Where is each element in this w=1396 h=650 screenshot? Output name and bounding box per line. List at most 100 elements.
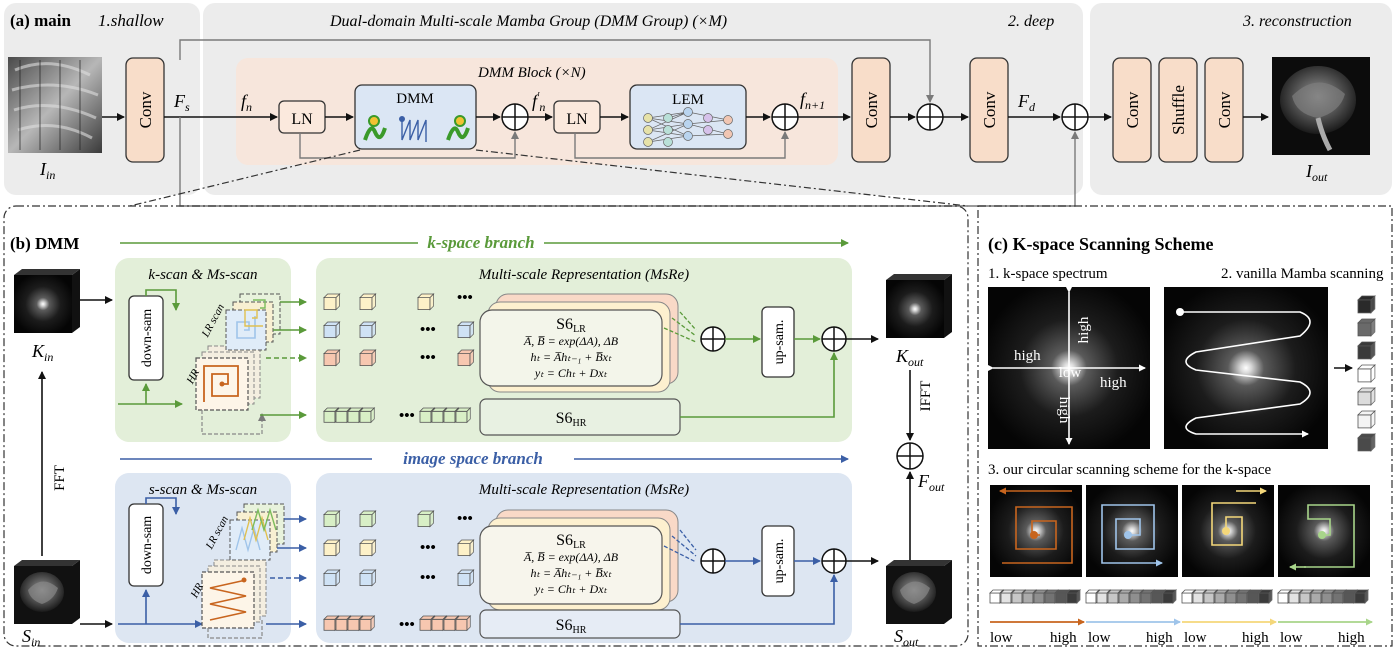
scale-cube [1162,589,1177,604]
deep-conv-label: Conv [862,91,881,128]
s-token-cube [359,510,377,528]
circular-scan-tile-2 [1086,485,1178,577]
spectrum-high-top: high [1076,316,1092,343]
k-space-spectrum-image [987,286,1150,449]
vanilla-token-cube [1357,387,1376,406]
k-s6-hr-label: S6HR [556,410,587,429]
k-scan-arrows [260,298,307,419]
k-dots-1: ••• [457,290,473,306]
deep-conv-box [851,57,891,163]
snake-icon-right [446,115,470,141]
spectrum-high-bottom: high [1056,397,1072,424]
input-image [8,57,102,153]
spectrum-low-center: low [1059,365,1082,381]
panel-b-dmm: (b) DMM k-space branch image space branc… [3,205,969,649]
k-s6-lr-box [479,309,663,387]
scale-low-2: low [1088,630,1111,646]
s-hr-token-cube [359,615,376,632]
k-token-cube [323,293,341,311]
k-hr-token-cube [359,407,376,424]
s-token-cube [457,539,475,557]
k-msre-title: Multi-scale Representation (MsRe) [478,267,689,283]
k-s6-hr-box [479,398,681,436]
ifft-label: IFFT [918,381,934,412]
recon-conv-label-1: Conv [1123,91,1142,128]
k-add-node-1 [700,326,726,352]
ln-label-2: LN [566,111,588,128]
panel-a-main: (a) main 1.shallow Dual-domain Multi-sca… [4,3,1392,207]
s-token-cube [417,510,435,528]
panel-b-title: (b) DMM [10,234,79,253]
s-hr-token-cube [455,615,472,632]
scale-cube [1354,589,1369,604]
reconstruction-label: 3. reconstruction [1242,13,1352,30]
k-out-label: Kout [895,346,924,369]
s-cube-rows [323,510,475,632]
s-s6-lr-label: S6LR [556,532,586,551]
recon-conv-box-2 [1204,57,1244,163]
k-scan-title: k-scan & Ms-scan [148,267,257,283]
spectrum-high-left: high [1014,348,1041,364]
k-in-image [14,269,80,333]
s-eq-3: yₜ = Chₜ + Dxₜ [534,582,608,596]
fn-prime-label: f′n [532,90,545,114]
scale-cube [1258,589,1273,604]
add-node-1 [501,103,529,131]
s-hr-scan-stack [201,559,267,629]
s-dots-1: ••• [457,511,473,527]
input-label: Iin [39,159,55,182]
panel-c-title: (c) K-space Scanning Scheme [988,234,1213,255]
vanilla-token-cube [1357,364,1376,383]
fout-add-node [896,442,924,470]
lem-label: LEM [672,92,704,108]
shallow-conv-box [125,57,165,163]
s-token-cube [359,569,377,587]
k-lr-scan-stack [225,293,281,351]
k-branch-label: k-space branch [427,233,534,252]
k-token-cube [359,349,377,367]
s-token-cube [323,539,341,557]
circular-scan-tile-4 [1278,485,1370,577]
k-token-cube [457,321,475,339]
fn1-label: fn+1 [800,89,825,112]
fout-label: Fout [917,471,945,494]
k-eq-2: hₜ = A̅hₜ₋₁ + B̅xₜ [530,350,612,364]
vanilla-token-cube [1357,318,1376,337]
s-dots-2: ••• [420,540,436,556]
k-dots-2: ••• [420,322,436,338]
add-node-3 [916,103,944,131]
circular-scan-tile-3 [1182,485,1274,577]
shuffle-box [1158,57,1198,163]
vanilla-token-cubes [1357,295,1376,452]
panel-c-sub1: 1. k-space spectrum [988,266,1108,282]
fn-label: fn [241,91,252,114]
fs-label: Fs [173,91,190,114]
s-lr-scan-stack [229,503,285,561]
add-node-4 [1061,103,1089,131]
s-in-image [14,560,80,624]
s-dots-3: ••• [420,570,436,586]
k-add-node-2 [821,326,847,352]
k-eq-3: yₜ = Chₜ + Dxₜ [534,366,608,380]
snake-icon-left [363,115,387,141]
panel-b-frame [3,205,969,647]
s-token-cube [359,539,377,557]
scale-high-1: high [1050,630,1077,646]
k-hr-token-cube [455,407,472,424]
output-label: Iout [1305,161,1328,184]
k-up-sam-box [761,306,795,378]
ln-label-1: LN [291,111,313,128]
add-node-2 [771,103,799,131]
fft-label: FFT [52,465,68,491]
vanilla-token-cube [1357,433,1376,452]
shuffle-label: Shuffle [1169,85,1188,135]
s-s6-hr-label: S6HR [556,617,587,636]
vanilla-token-cube [1357,410,1376,429]
k-token-cube [417,293,435,311]
dmm-block-title: DMM Block (×N) [477,65,586,81]
panel-a-title: (a) main [10,11,71,30]
k-in-label: Kin [31,341,53,364]
scale-low-3: low [1184,630,1207,646]
scale-high-2: high [1146,630,1173,646]
k-dots-4: ••• [399,408,415,424]
